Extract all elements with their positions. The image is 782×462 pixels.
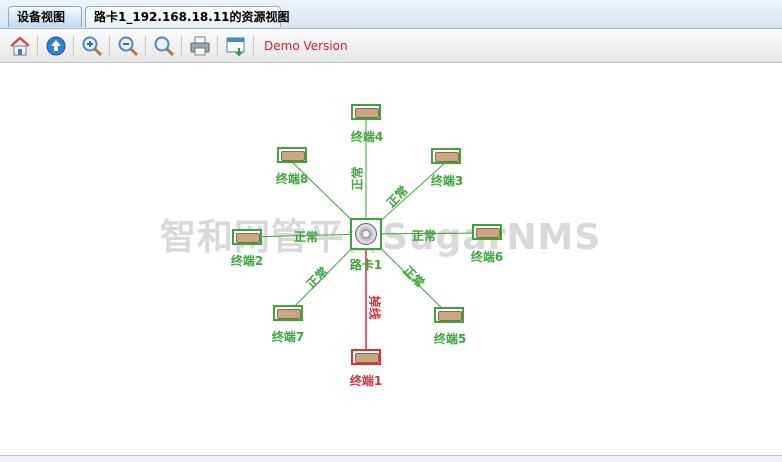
device-card-icon	[435, 152, 459, 162]
node-label-t4: 终端4	[350, 130, 384, 144]
link-label-t2: 正常	[294, 230, 319, 244]
device-card-icon	[281, 151, 305, 161]
link-label-t6: 正常	[412, 229, 437, 243]
node-t6[interactable]	[472, 224, 502, 240]
node-label-t8: 终端8	[275, 172, 309, 186]
demo-version-label: Demo Version	[264, 39, 348, 53]
export-icon[interactable]	[224, 34, 248, 58]
zoom-fit-icon[interactable]	[152, 34, 176, 58]
node-label-t2: 终端2	[230, 254, 264, 268]
up-arrow-icon[interactable]	[44, 34, 68, 58]
toolbar: Demo Version	[0, 29, 782, 63]
node-label-t5: 终端5	[433, 332, 467, 346]
device-card-icon	[438, 311, 462, 321]
tab-bar: 设备视图 路卡1_192.168.18.11的资源视图	[0, 0, 782, 29]
link-t6	[365, 232, 487, 235]
hub-label: 路卡1	[349, 258, 383, 272]
zoom-in-icon[interactable]	[80, 34, 104, 58]
link-t2	[246, 233, 367, 238]
node-label-t1: 终端1	[349, 374, 383, 388]
node-label-t7: 终端7	[271, 330, 305, 344]
node-t1[interactable]	[351, 349, 381, 365]
tab-resource-view[interactable]: 路卡1_192.168.18.11的资源视图	[85, 6, 290, 27]
device-card-icon	[476, 228, 500, 238]
status-bar	[0, 455, 782, 462]
hub-router-card[interactable]	[350, 218, 382, 250]
device-card-icon	[236, 233, 260, 243]
device-card-icon	[277, 309, 301, 319]
node-t7[interactable]	[273, 305, 303, 321]
print-icon[interactable]	[188, 34, 212, 58]
zoom-out-icon[interactable]	[116, 34, 140, 58]
node-t4[interactable]	[351, 104, 381, 120]
node-t5[interactable]	[434, 307, 464, 323]
node-t8[interactable]	[277, 147, 307, 163]
node-label-t6: 终端6	[470, 250, 504, 264]
topology-canvas[interactable]: 智和网管平台SugarNMS 正常 正常 正常 正常 正常 正常 掉线 路卡1 …	[0, 63, 782, 455]
topology-links	[246, 119, 487, 357]
home-icon[interactable]	[8, 34, 32, 58]
link-label-t4: 正常	[350, 166, 365, 191]
device-card-icon	[355, 108, 379, 118]
node-t2[interactable]	[232, 229, 262, 245]
node-label-t3: 终端3	[430, 174, 464, 188]
link-label-t1: 掉线	[367, 295, 382, 320]
device-card-icon	[355, 353, 379, 363]
device-disc-icon	[355, 223, 377, 245]
node-t3[interactable]	[431, 148, 461, 164]
tab-device-view[interactable]: 设备视图	[8, 6, 82, 27]
